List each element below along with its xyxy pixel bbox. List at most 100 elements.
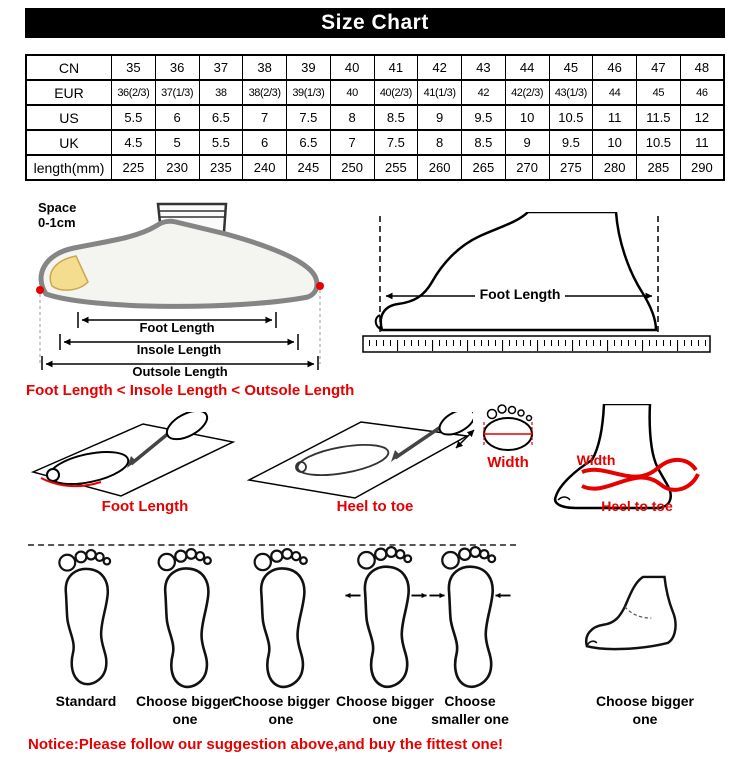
side-foot-high-instep xyxy=(584,575,677,651)
fit-label-smaller: Choose smaller one xyxy=(431,693,509,727)
size-cell: 5 xyxy=(154,129,200,156)
size-cell: 38 xyxy=(198,79,244,106)
footprint-equal-toes xyxy=(253,548,309,689)
size-cell: 39(1/3) xyxy=(286,79,331,106)
size-cell: 270 xyxy=(504,154,550,181)
tape-measure-illustration xyxy=(553,404,700,510)
trace-step-label: Foot Length xyxy=(101,498,189,515)
size-cell: 245 xyxy=(286,154,331,181)
trace-foot-illustration xyxy=(30,412,236,497)
size-cell: 46 xyxy=(679,79,725,106)
measuring-tape xyxy=(581,458,698,479)
shoe-outline xyxy=(38,218,320,309)
heel-to-toe-illustration xyxy=(246,412,473,499)
size-cell: 37 xyxy=(198,54,244,81)
size-row-label: CN xyxy=(25,54,112,81)
size-cell: 10.5 xyxy=(548,104,594,131)
size-cell: 8.5 xyxy=(461,129,506,156)
insole-toe-area xyxy=(49,255,89,291)
size-row-label: EUR xyxy=(25,79,112,106)
size-cell: 10 xyxy=(592,129,637,156)
size-cell: 44 xyxy=(592,79,637,106)
foot-profile xyxy=(379,212,658,332)
width-measure-illustration xyxy=(455,404,533,451)
size-cell: 290 xyxy=(679,154,725,181)
size-cell: 47 xyxy=(636,54,681,81)
size-cell: 48 xyxy=(679,54,725,81)
size-cell: 7 xyxy=(329,129,375,156)
size-cell: 4.5 xyxy=(111,129,156,156)
size-cell: 280 xyxy=(592,154,637,181)
size-cell: 260 xyxy=(417,154,462,181)
size-cell: 9 xyxy=(417,104,462,131)
size-cell: 9.5 xyxy=(548,129,594,156)
size-cell: 35 xyxy=(111,54,156,81)
size-cell: 5.5 xyxy=(111,104,156,131)
footprint-narrow xyxy=(429,546,511,689)
size-cell: 11 xyxy=(679,129,725,156)
heel-step-label: Heel to toe xyxy=(336,498,414,515)
size-cell: 255 xyxy=(373,154,419,181)
size-cell: 6.5 xyxy=(286,129,331,156)
size-cell: 250 xyxy=(329,154,375,181)
size-cell: 9.5 xyxy=(461,104,506,131)
size-cell: 10.5 xyxy=(636,129,681,156)
size-row-label: length(mm) xyxy=(25,154,112,181)
size-cell: 8.5 xyxy=(373,104,419,131)
fit-label-bigger-4: Choose bigger one xyxy=(595,693,694,727)
size-cell: 11 xyxy=(592,104,637,131)
size-cell: 230 xyxy=(154,154,200,181)
measuring-tape xyxy=(581,473,700,492)
hand xyxy=(165,412,209,441)
size-cell: 225 xyxy=(111,154,156,181)
space-label: Space 0-1cm xyxy=(38,200,77,230)
outsole-length-dim-label: Outsole Length xyxy=(132,364,228,379)
size-cell: 7.5 xyxy=(373,129,419,156)
fit-label-bigger-2: Choose bigger one xyxy=(231,693,330,727)
size-cell: 7.5 xyxy=(286,104,331,131)
fit-label-bigger-1: Choose bigger one xyxy=(135,693,234,727)
heel-step-label-2: Heel to toe xyxy=(601,498,673,514)
size-cell: 12 xyxy=(679,104,725,131)
footprint-standard xyxy=(58,549,112,686)
width-step-label-2: Width xyxy=(576,452,616,468)
fit-label-standard: Standard xyxy=(55,693,117,709)
size-cell: 42(2/3) xyxy=(504,79,550,106)
shoe-measure-diagram xyxy=(36,202,324,370)
size-cell: 265 xyxy=(461,154,506,181)
size-cell: 39 xyxy=(286,54,331,81)
leg-and-foot xyxy=(553,404,672,510)
heel-marker-dot xyxy=(316,282,324,290)
size-cell: 8 xyxy=(417,129,462,156)
size-cell: 6 xyxy=(154,104,200,131)
toe-alignment-dashed-line xyxy=(28,544,516,546)
footprint-long-toe xyxy=(157,548,213,689)
width-step-label: Width xyxy=(487,454,529,471)
size-row-label: UK xyxy=(25,129,112,156)
page-title: Size Chart xyxy=(25,8,725,38)
size-cell: 8 xyxy=(329,104,375,131)
size-cell: 38 xyxy=(242,54,287,81)
insole-length-dim-label: Insole Length xyxy=(136,342,222,357)
size-cell: 42 xyxy=(461,79,506,106)
size-cell: 42 xyxy=(417,54,462,81)
size-cell: 11.5 xyxy=(636,104,681,131)
size-cell: 40 xyxy=(329,79,375,106)
fit-label-bigger-3: Choose bigger one xyxy=(335,693,434,727)
size-cell: 40(2/3) xyxy=(373,79,419,106)
size-cell: 9 xyxy=(504,129,550,156)
size-cell: 40 xyxy=(329,54,375,81)
size-cell: 43(1/3) xyxy=(548,79,594,106)
size-cell: 285 xyxy=(636,154,681,181)
size-cell: 10 xyxy=(504,104,550,131)
size-cell: 275 xyxy=(548,154,594,181)
size-cell: 38(2/3) xyxy=(242,79,287,106)
foot-length-dim-label: Foot Length xyxy=(139,320,215,335)
size-row-label: US xyxy=(25,104,112,131)
